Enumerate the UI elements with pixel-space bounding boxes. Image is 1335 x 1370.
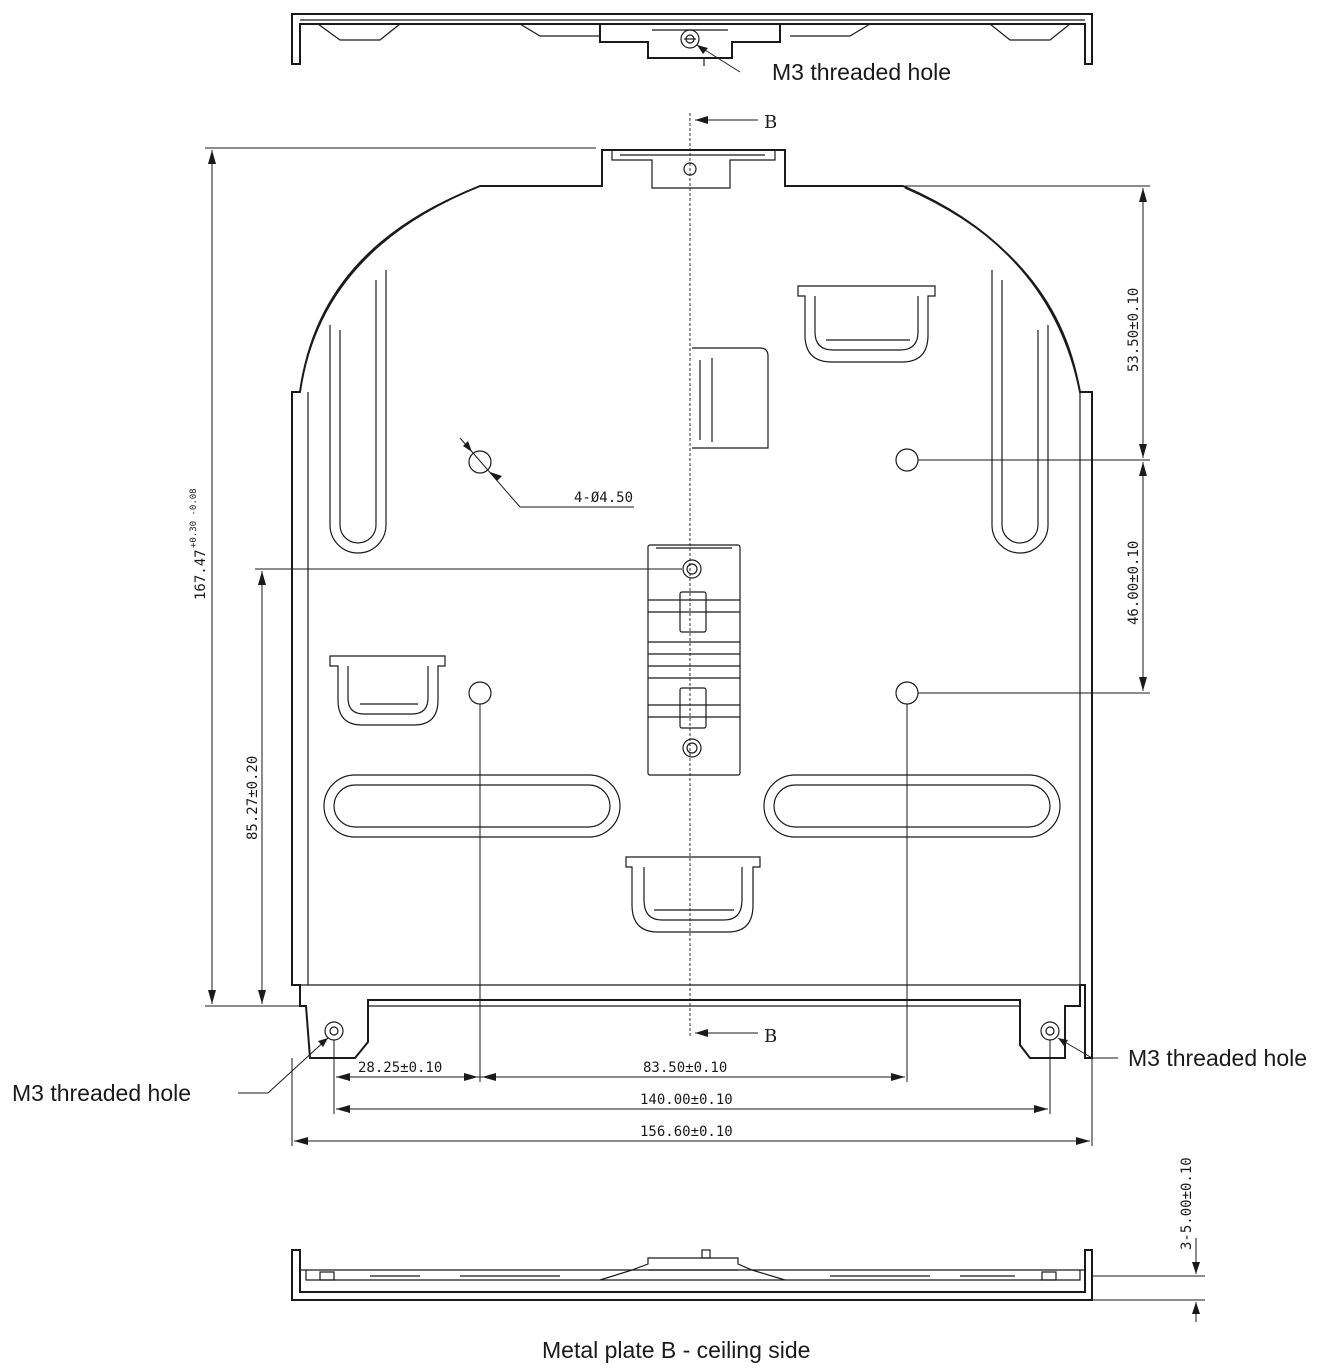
section-label-top: B [764, 112, 777, 133]
dim-overall-height-tol: +0.30 -0.08 [189, 488, 199, 548]
dim-hole-row-height: 85.27±0.20 [245, 756, 261, 840]
plate-front-view: 4-Ø4.50 [291, 149, 1093, 1059]
dim-overall-height: 167.47 [193, 549, 209, 600]
m3-hole-top-icon [680, 29, 700, 49]
dim-hole-spacing: 83.50±0.10 [643, 1060, 727, 1076]
m3-label-left: M3 threaded hole [12, 1080, 191, 1106]
top-side-view: M3 threaded hole [291, 13, 1093, 85]
m3-label-top: M3 threaded hole [772, 59, 951, 85]
hole-callout: 4-Ø4.50 [574, 490, 633, 506]
section-label-bottom: B [764, 1026, 777, 1047]
m3-leaders: M3 threaded hole M3 threaded hole [12, 1037, 1307, 1106]
m3-label-right: M3 threaded hole [1128, 1045, 1307, 1071]
section-line: B B [689, 112, 777, 1047]
dim-thread-spacing: 140.00±0.10 [640, 1092, 733, 1108]
dim-right-upper: 53.50±0.10 [1126, 288, 1142, 372]
dim-right-lower: 46.00±0.10 [1126, 541, 1142, 625]
dim-left-offset: 28.25±0.10 [358, 1060, 442, 1076]
drawing-caption: Metal plate B - ceiling side [542, 1337, 810, 1363]
hole-lower-right-icon [895, 681, 919, 705]
dim-thickness: 3-5.00±0.10 [1179, 1157, 1195, 1250]
m3-hole-right-icon [1040, 1021, 1060, 1041]
bottom-side-view: 3-5.00±0.10 [291, 1157, 1205, 1322]
dim-overall-width: 156.60±0.10 [640, 1124, 733, 1140]
hole-lower-left-icon [468, 681, 492, 705]
m3-hole-left-icon [324, 1021, 344, 1041]
hole-upper-right-icon [895, 448, 919, 472]
dimensions: 167.47 +0.30 -0.08 85.27±0.20 53.50±0.10… [189, 147, 1150, 1146]
hole-upper-left-icon [468, 450, 492, 474]
